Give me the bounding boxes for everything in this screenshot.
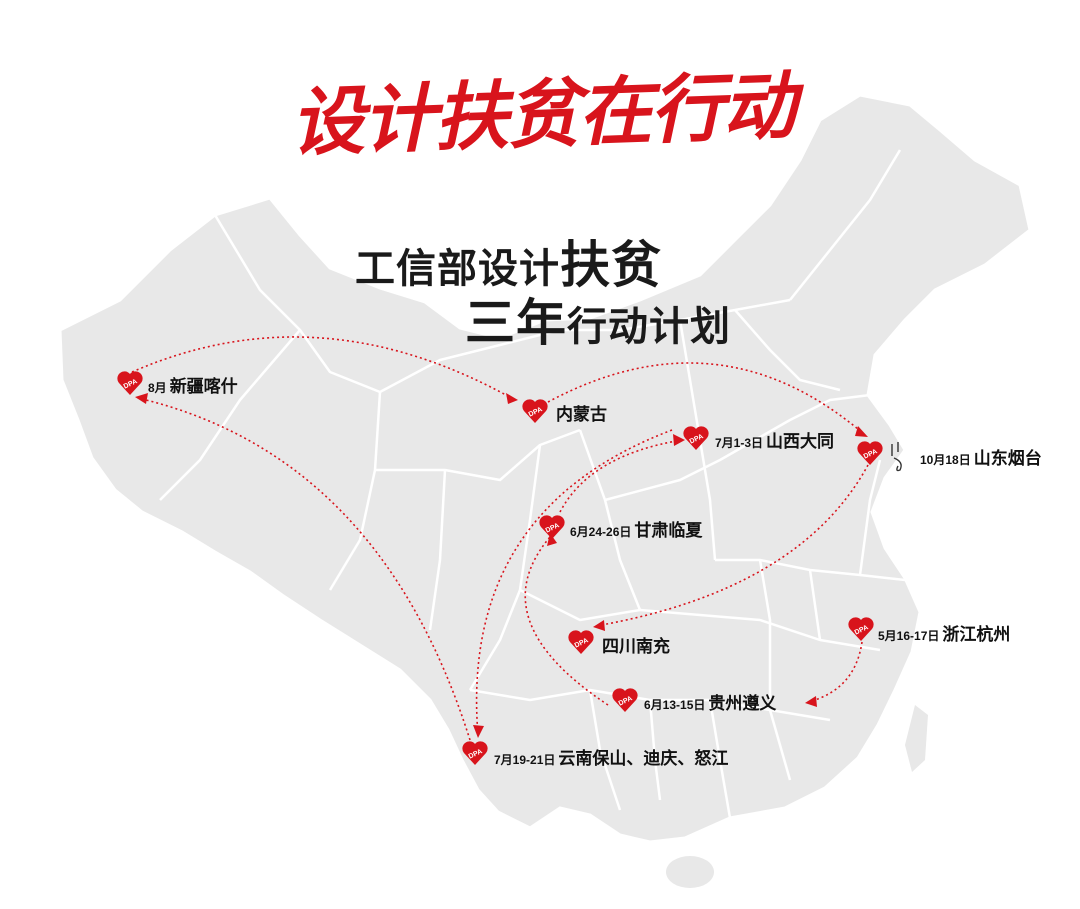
subtitle-line-2-a: 三年: [465, 293, 567, 352]
location-place: 山东烟台: [973, 449, 1042, 468]
route-lines: [131, 336, 869, 741]
arrowhead: [593, 620, 605, 631]
arrowhead: [855, 426, 868, 437]
location-place: 云南保山、迪庆、怒江: [558, 749, 729, 768]
subtitle-line-2-b: 行动计划: [567, 303, 731, 350]
location-label-xinjiang: 8月 新疆喀什: [148, 372, 238, 397]
page-title: 设计扶贫在行动: [288, 63, 796, 167]
location-label-gansu: 6月24-26日 甘肃临夏: [570, 516, 702, 541]
location-label-yunnan: 7月19-21日 云南保山、迪庆、怒江: [494, 744, 728, 769]
dpa-heart-icon: DPA: [857, 441, 883, 465]
yantai-logo-icon: [891, 442, 902, 472]
location-place: 贵州遵义: [708, 694, 777, 713]
province-borders: [159, 149, 906, 819]
route-zhejiang-to-guizhou: [807, 641, 863, 703]
route-gansu-to-shanxi: [559, 439, 683, 513]
route-arrowheads: [135, 393, 868, 738]
location-date: 7月19-21日: [494, 753, 556, 767]
subtitle-line-1-b: 扶贫: [560, 235, 662, 294]
location-label-guizhou: 6月13-15日 贵州遵义: [644, 689, 776, 714]
subtitle-line-1-a: 工信部设计: [355, 245, 560, 292]
arrowhead: [805, 696, 817, 707]
taiwan-island: [905, 705, 928, 772]
location-date: 6月13-15日: [644, 698, 706, 712]
arrowhead: [506, 393, 518, 404]
location-date: 5月16-17日: [878, 629, 940, 643]
dpa-heart-icon: DPA: [848, 617, 874, 641]
route-guizhou-to-gansu: [524, 536, 609, 706]
location-date: 7月1-3日: [715, 436, 764, 450]
arrowhead: [673, 434, 685, 446]
location-label-zhejiang: 5月16-17日 浙江杭州: [878, 620, 1010, 645]
location-place: 甘肃临夏: [634, 521, 703, 540]
location-place: 内蒙古: [556, 405, 607, 424]
arrowhead: [473, 725, 484, 738]
dpa-heart-icon: DPA: [522, 399, 548, 423]
location-label-sichuan: 四川南充: [602, 632, 670, 657]
location-place: 四川南充: [602, 637, 670, 656]
dpa-heart-icon: DPA: [568, 630, 594, 654]
location-label-shandong: 10月18日 山东烟台: [920, 444, 1042, 469]
dpa-heart-icon: DPA: [683, 426, 709, 450]
location-date: 8月: [148, 381, 167, 395]
dpa-heart-icon: DPA: [539, 515, 565, 539]
route-xinjiang-to-neimenggu: [131, 336, 516, 401]
location-place: 浙江杭州: [942, 625, 1011, 644]
dpa-heart-icon: DPA: [117, 371, 143, 395]
location-date: 6月24-26日: [570, 525, 632, 539]
route-sichuan-to-yunnan: [475, 429, 673, 736]
location-label-shanxi: 7月1-3日 山西大同: [715, 427, 834, 452]
location-date: 10月18日: [920, 453, 971, 467]
hainan-island: [666, 856, 714, 888]
location-place: 新疆喀什: [169, 377, 238, 396]
arrowhead: [135, 393, 148, 404]
china-mainland-shape: [58, 93, 1032, 844]
location-place: 山西大同: [766, 432, 835, 451]
location-label-neimenggu: 内蒙古: [556, 400, 607, 425]
dpa-heart-icon: DPA: [612, 688, 638, 712]
subtitle-line-2: 三年行动计划: [465, 283, 731, 355]
dpa-heart-icon: DPA: [462, 741, 488, 765]
route-shandong-to-sichuan: [595, 464, 869, 627]
subtitle-line-1: 工信部设计扶贫: [355, 225, 662, 297]
